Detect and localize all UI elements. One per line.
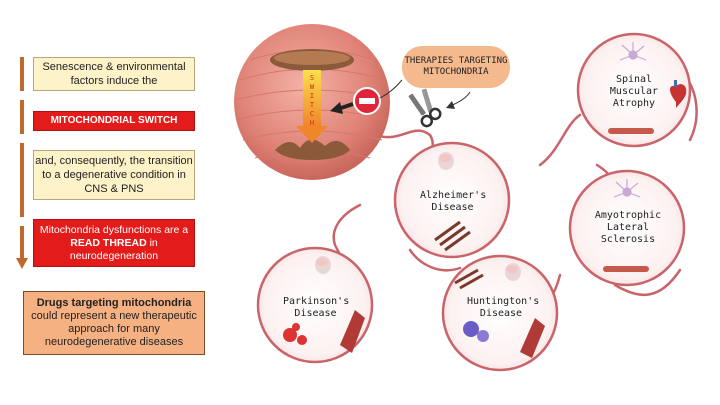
step-degenerative-text: and, consequently, the transition to a d…: [35, 155, 193, 195]
progress-bar-1: [20, 57, 24, 91]
step-mitochondrial-switch-text: MITOCHONDRIAL SWITCH: [50, 115, 178, 126]
alzheimers-circle: [393, 141, 511, 259]
progress-bar-2: [20, 100, 24, 134]
scissors-icon: [408, 88, 442, 128]
alzheimers-label: Alzheimer's Disease: [420, 190, 487, 213]
step-dysfunctions-text: Mitochondria dysfunctions are a READ THR…: [39, 223, 189, 262]
step-senescence-text: Senescence & environmental factors induc…: [42, 61, 186, 87]
svg-text:W: W: [310, 83, 315, 91]
huntingtons-label: Huntington's Disease: [467, 296, 540, 319]
step-mitochondria-dysfunctions: Mitochondria dysfunctions are a READ THR…: [33, 219, 195, 267]
inhibit-arrow: [330, 102, 354, 114]
neuron-icon: [613, 42, 647, 198]
conclusion-text: could represent a new therapeutic approa…: [31, 310, 197, 348]
parkinsons-label: Parkinson's Disease: [283, 296, 350, 319]
als-label: Amyotrophic Lateral Sclerosis: [594, 210, 662, 245]
conclusion-box: Drugs targeting mitochondria could repre…: [23, 291, 205, 355]
svg-text:T: T: [310, 101, 315, 109]
therapy-pointer-1: [379, 79, 403, 99]
step-mitochondrial-switch: MITOCHONDRIAL SWITCH: [33, 111, 195, 131]
down-arrow-icon: [16, 258, 28, 269]
svg-text:H: H: [310, 119, 314, 127]
progress-bar-4: [20, 226, 24, 260]
heart-icon: [670, 80, 687, 108]
cell-icon: [283, 321, 489, 345]
step-degenerative-transition: and, consequently, the transition to a d…: [33, 150, 195, 200]
conclusion-bold-text: Drugs targeting mitochondria: [36, 297, 192, 309]
sma-label: Spinal Muscular Atrophy: [609, 74, 659, 109]
svg-text:S: S: [310, 74, 314, 82]
therapy-arrowhead: [446, 101, 455, 109]
step-senescence: Senescence & environmental factors induc…: [33, 57, 195, 91]
svg-text:C: C: [310, 110, 314, 118]
therapies-pill: THERAPIES TARGETING MITOCHONDRIA: [402, 46, 510, 88]
switch-arrow: S W I T C H: [296, 70, 328, 143]
als-circle: [568, 169, 686, 287]
inhibit-icon: [353, 87, 381, 115]
therapies-label: THERAPIES TARGETING MITOCHONDRIA: [404, 56, 508, 77]
brain-head-icon: [315, 152, 521, 281]
svg-text:I: I: [310, 92, 314, 100]
muscle-fiber-icon: [340, 128, 654, 358]
progress-bar-3: [20, 143, 24, 217]
sma-circle: [576, 32, 692, 148]
